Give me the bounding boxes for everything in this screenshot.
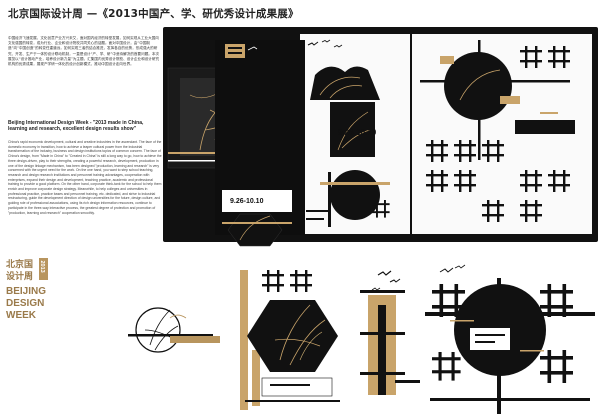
detail-hexagon-panel	[240, 265, 340, 415]
logo-line2: 设计周	[6, 270, 33, 282]
logo-graphic: 北京国 设计周 2013 BEIJING DESIGN WEEK	[4, 256, 52, 334]
poster-2-date: 9.26-10.10	[338, 128, 377, 137]
beijing-design-week-logo: 北京国 设计周 2013 BEIJING DESIGN WEEK	[4, 256, 52, 334]
english-subtitle: Beijing International Design Week - "201…	[8, 120, 144, 133]
logo-year: 2013	[39, 261, 45, 273]
poster-4	[412, 34, 592, 234]
detail-plant-circle	[128, 300, 220, 353]
page-title: 北京国际设计周 —《2013中国产、学、研优秀设计成果展》	[8, 8, 299, 20]
logo-en2: DESIGN	[6, 298, 44, 309]
poster-2: 9.26-10.10	[300, 34, 410, 234]
logo-line1: 北京国	[6, 258, 33, 270]
logo-en1: BEIJING	[6, 286, 46, 297]
poster-3-date: 9.26-10.10	[230, 198, 264, 205]
english-description: China's rapid economic development, cult…	[8, 140, 162, 215]
detail-bird-column	[360, 270, 425, 395]
chinese-description: 中国经济飞速发展，文化创意产业方兴未艾，面对国内经济的转型发展，如何实现从工业大…	[8, 36, 160, 67]
poster-3: 9.26-10.10	[215, 40, 305, 247]
logo-en3: WEEK	[6, 310, 37, 321]
detail-large-circle	[420, 260, 595, 418]
